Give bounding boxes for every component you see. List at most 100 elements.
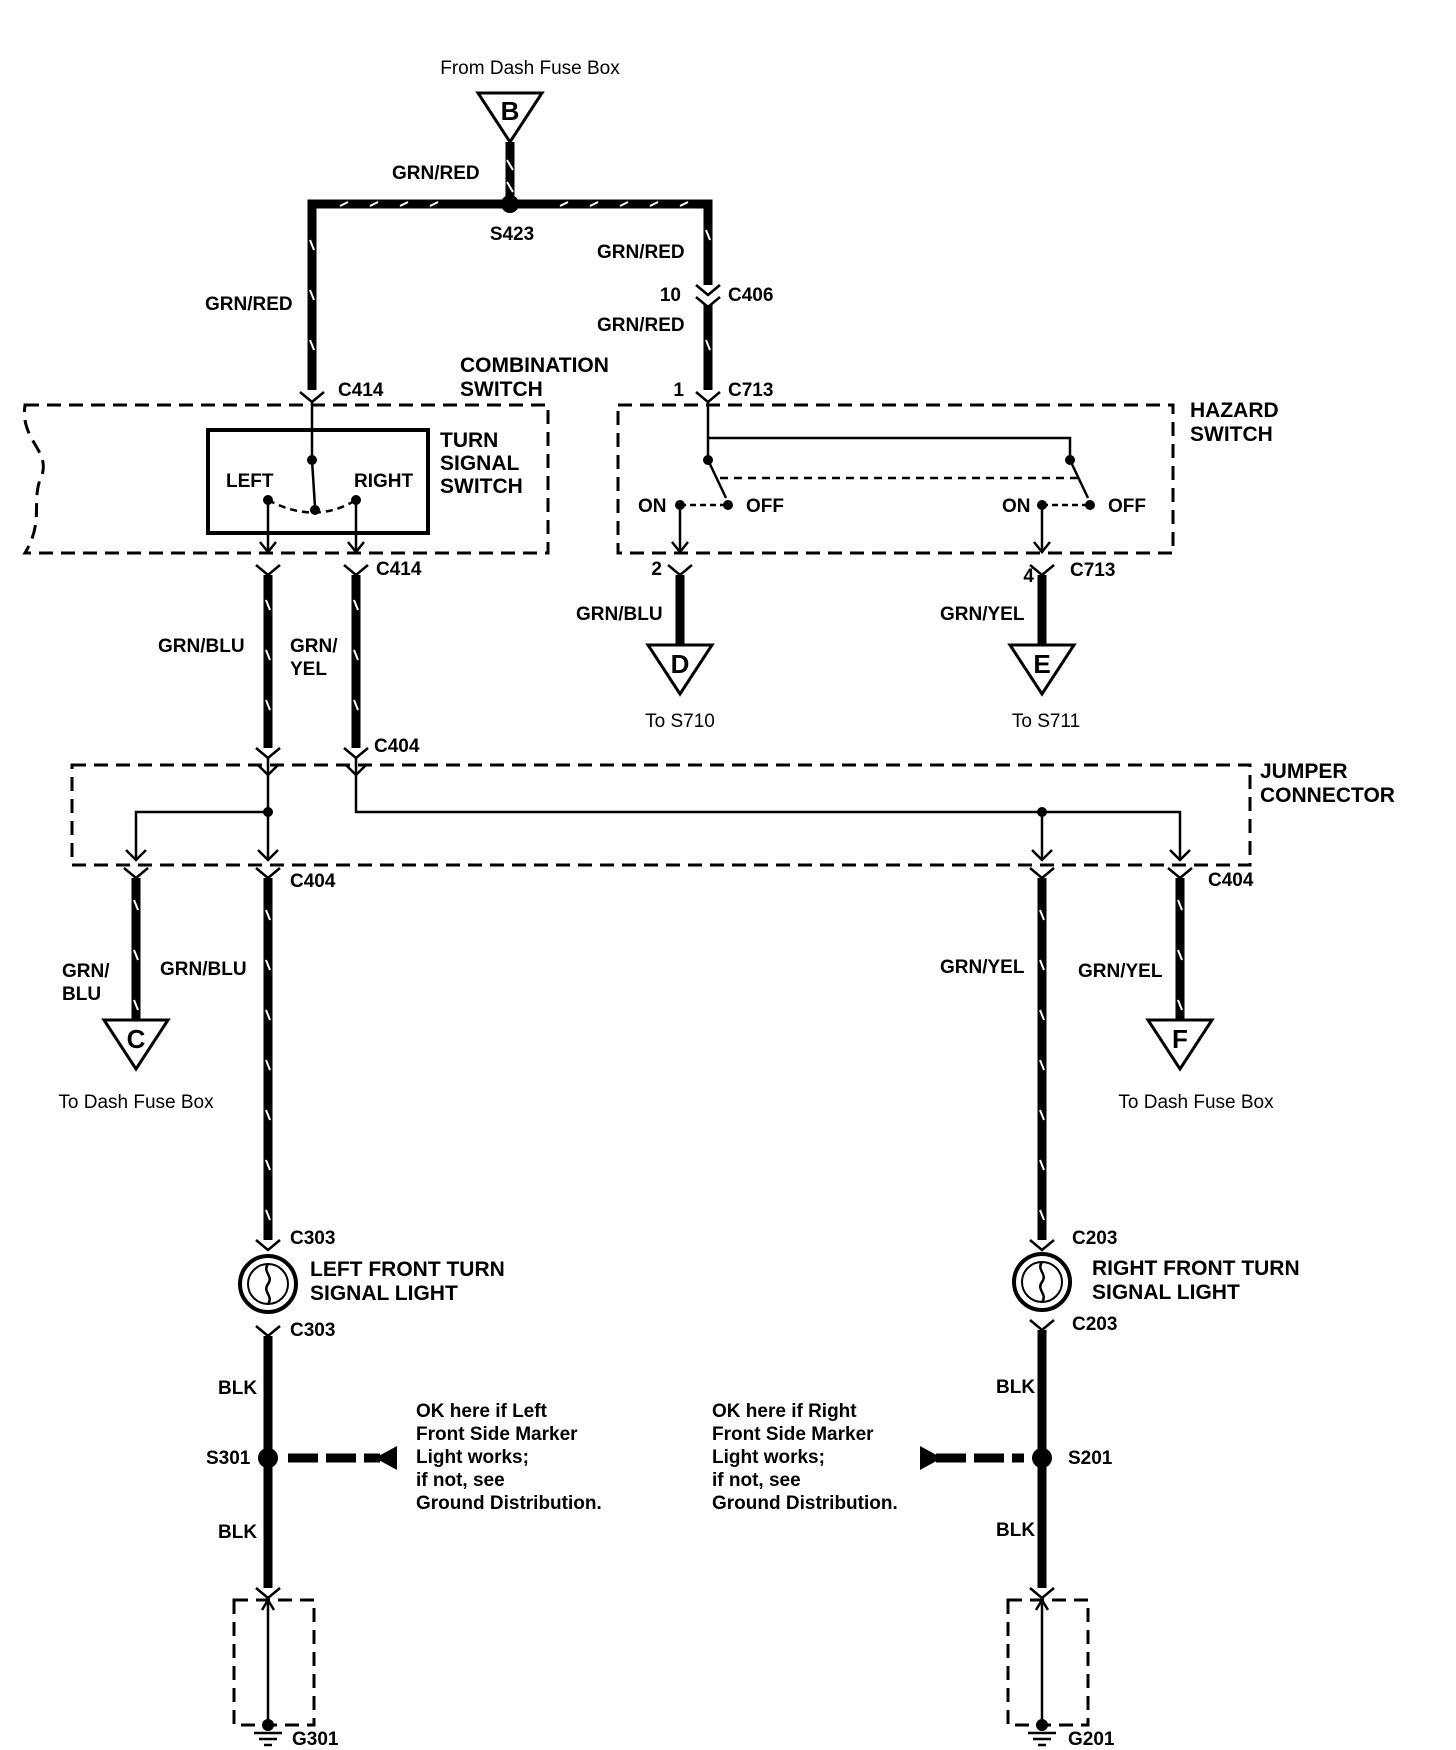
wire-label-grn-blu-lower: GRN/BLU — [160, 959, 247, 980]
terminal-d: D — [645, 643, 715, 697]
left-light-label-2: SIGNAL LIGHT — [310, 1282, 458, 1305]
wire-label-grn-red-right-lower: GRN/RED — [597, 315, 685, 336]
wire-label-blk-l2: BLK — [218, 1522, 257, 1543]
splice-s423 — [501, 195, 519, 213]
wire-label-blk-r2: BLK — [996, 1520, 1035, 1541]
c203-bottom-mark — [1029, 1319, 1055, 1332]
combination-switch-outline — [22, 403, 550, 555]
left-front-turn-signal-light — [238, 1254, 298, 1314]
note-right-line-2: Front Side Marker — [712, 1424, 874, 1445]
c404-left-mark — [255, 867, 281, 880]
hazard-on-1: ON — [638, 496, 667, 517]
wire-label-grn-blu-c-1: GRN/ — [62, 961, 110, 982]
turn-signal-label-1: TURN — [440, 429, 498, 452]
c713-pin2-mark — [667, 564, 693, 577]
turn-signal-label-2: SIGNAL — [440, 452, 520, 475]
ground-g201-symbol — [1028, 1731, 1056, 1747]
c414-top-mark — [299, 391, 325, 404]
ground-g301-box — [232, 1598, 316, 1727]
terminal-b-letter: B — [501, 96, 520, 126]
note-left-line-2: Front Side Marker — [416, 1424, 578, 1445]
c303-bottom-mark — [255, 1325, 281, 1338]
ground-g201-box — [1006, 1598, 1090, 1727]
turn-left-label: LEFT — [226, 471, 274, 492]
c414-bottom-label: C414 — [376, 559, 422, 580]
s301-label: S301 — [206, 1448, 251, 1469]
c404-right-mark — [1167, 867, 1193, 880]
c404-right-label: C404 — [1208, 870, 1254, 891]
c404-left-label: C404 — [290, 871, 336, 892]
wire-label-grn-blu-d: GRN/BLU — [576, 604, 663, 625]
g301-label: G301 — [292, 1729, 339, 1750]
c713-top-label: C713 — [728, 380, 773, 401]
c713-pin2: 2 — [651, 559, 662, 580]
right-light-label-1: RIGHT FRONT TURN — [1092, 1257, 1300, 1280]
c713-top-pin: 1 — [673, 380, 684, 401]
note-left-line-3: Light works; — [416, 1447, 529, 1468]
c303-top-label: C303 — [290, 1228, 335, 1249]
wire-label-blk-l1: BLK — [218, 1378, 257, 1399]
note-right-line-3: Light works; — [712, 1447, 825, 1468]
wire-label-grn-blu-c-2: BLU — [62, 984, 101, 1005]
note-right-line-4: if not, see — [712, 1470, 801, 1491]
terminal-f: F — [1145, 1018, 1215, 1072]
right-light-label-2: SIGNAL LIGHT — [1092, 1281, 1240, 1304]
c404-top-label: C404 — [374, 736, 420, 757]
combination-switch-label-2: SWITCH — [460, 378, 543, 401]
note-right-line-5: Ground Distribution. — [712, 1493, 898, 1514]
c713-top-mark — [695, 391, 721, 404]
splice-s201 — [1032, 1448, 1052, 1468]
hazard-on-2: ON — [1002, 496, 1031, 517]
hazard-switch-lever-1 — [706, 459, 728, 499]
hazard-off-2: OFF — [1108, 496, 1146, 517]
c404-left-mark-c — [123, 867, 149, 880]
combination-switch-label-1: COMBINATION — [460, 354, 609, 377]
hazard-switch-outline — [616, 403, 1175, 555]
to-s711-label: To S711 — [1012, 711, 1080, 732]
c203-top-mark — [1029, 1239, 1055, 1252]
wire-label-grn-red-left: GRN/RED — [205, 294, 293, 315]
c406-pin: 10 — [660, 285, 681, 306]
c203-bottom-label: C203 — [1072, 1314, 1117, 1335]
terminal-c: C — [101, 1018, 171, 1072]
note-left-line-4: if not, see — [416, 1470, 505, 1491]
wire-label-grn-yel-mid-2: YEL — [290, 659, 327, 680]
c713-bottom-label: C713 — [1070, 560, 1115, 581]
c414-bottom-mark-r — [343, 564, 369, 577]
wire-label-grn-red-right-upper: GRN/RED — [597, 242, 685, 263]
c203-top-label: C203 — [1072, 1228, 1117, 1249]
s201-label: S201 — [1068, 1448, 1113, 1469]
wire-label-grn-yel-lower: GRN/YEL — [940, 957, 1025, 978]
to-dash-fuse-box-right: To Dash Fuse Box — [1118, 1092, 1274, 1113]
c404-top-mark-l — [255, 747, 281, 760]
s423-label: S423 — [490, 224, 534, 245]
terminal-c-letter: C — [127, 1024, 146, 1054]
note-left: OK here if Left Front Side Marker Light … — [416, 1401, 602, 1514]
terminal-d-letter: D — [671, 649, 690, 679]
note-left-line-5: Ground Distribution. — [416, 1493, 602, 1514]
note-right-line-1: OK here if Right — [712, 1401, 857, 1422]
turn-signal-label-3: SWITCH — [440, 475, 523, 498]
to-s710-label: To S710 — [645, 711, 715, 732]
right-front-turn-signal-light — [1012, 1252, 1072, 1312]
c713-pin4: 4 — [1023, 566, 1034, 587]
to-dash-fuse-box-left: To Dash Fuse Box — [58, 1092, 214, 1113]
hazard-switch-lever-2 — [1068, 459, 1090, 499]
c406-connector-mark — [695, 284, 721, 297]
note-right: OK here if Right Front Side Marker Light… — [712, 1401, 898, 1514]
splice-s301 — [258, 1448, 278, 1468]
wire-label-grn-red-top: GRN/RED — [392, 163, 480, 184]
g201-label: G201 — [1068, 1729, 1115, 1750]
c303-top-mark — [255, 1239, 281, 1252]
hazard-off-1: OFF — [746, 496, 784, 517]
left-light-label-1: LEFT FRONT TURN — [310, 1258, 505, 1281]
terminal-b: B — [475, 91, 545, 145]
c414-top-label: C414 — [338, 380, 384, 401]
wire-label-blk-r1: BLK — [996, 1377, 1035, 1398]
jumper-connector-label-2: CONNECTOR — [1260, 784, 1395, 807]
c404-top-mark-r — [343, 747, 369, 760]
terminal-e-letter: E — [1033, 649, 1050, 679]
c414-bottom-mark-l — [255, 564, 281, 577]
terminal-e: E — [1007, 643, 1077, 697]
